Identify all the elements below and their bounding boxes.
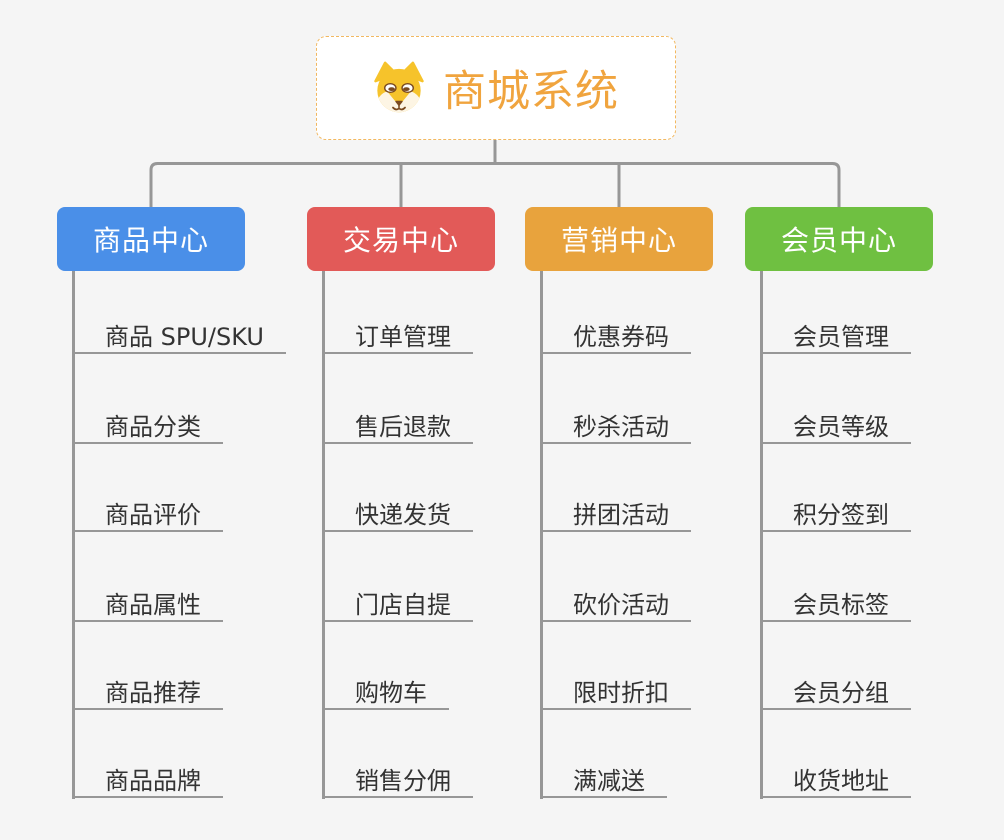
leaf-item[interactable]: 商品 SPU/SKU [72,322,286,354]
branch-spine-line [322,271,325,799]
branch-label: 会员中心 [780,224,897,257]
root-node[interactable]: 商城系统 [316,36,676,140]
leaf-label: 限时折扣 [573,679,669,707]
leaf-label: 售后退款 [355,413,451,441]
leaf-label: 收货地址 [793,767,889,795]
leaf-item[interactable]: 快递发货 [322,500,473,532]
branch-label: 营销中心 [560,224,677,257]
leaf-label: 商品推荐 [105,679,201,707]
leaf-item[interactable]: 销售分佣 [322,766,473,798]
leaf-item[interactable]: 商品推荐 [72,678,223,710]
branch-label: 商品中心 [92,224,209,257]
leaf-label: 销售分佣 [355,767,451,795]
leaf-item[interactable]: 售后退款 [322,412,473,444]
leaf-label: 会员标签 [793,591,889,619]
branch-spine-line [540,271,543,799]
leaf-label: 商品品牌 [105,767,201,795]
leaf-item[interactable]: 秒杀活动 [540,412,691,444]
root-title: 商城系统 [443,67,619,117]
leaf-item[interactable]: 会员等级 [760,412,911,444]
branch-column: 交易中心 订单管理 售后退款 快递发货 门店自提 购物车 销售分佣 [307,207,557,807]
leaf-label: 商品 SPU/SKU [105,323,264,351]
leaf-item[interactable]: 拼团活动 [540,500,691,532]
leaf-item[interactable]: 限时折扣 [540,678,691,710]
leaf-item[interactable]: 商品分类 [72,412,223,444]
leaf-label: 秒杀活动 [573,413,669,441]
branch-column: 营销中心 优惠券码 秒杀活动 拼团活动 砍价活动 限时折扣 满减送 [525,207,775,807]
leaf-item[interactable]: 商品品牌 [72,766,223,798]
dog-face-icon [374,61,424,113]
leaf-item[interactable]: 订单管理 [322,322,473,354]
branch-node[interactable]: 会员中心 [745,207,933,271]
branch-spine-line [760,271,763,799]
leaf-item[interactable]: 会员标签 [760,590,911,622]
leaf-item[interactable]: 门店自提 [322,590,473,622]
leaf-label: 商品分类 [105,413,201,441]
leaf-label: 会员等级 [793,413,889,441]
leaf-label: 订单管理 [355,323,451,351]
leaf-label: 拼团活动 [573,501,669,529]
leaf-item[interactable]: 积分签到 [760,500,911,532]
leaf-label: 满减送 [573,767,645,795]
leaf-item[interactable]: 优惠券码 [540,322,691,354]
leaf-item[interactable]: 砍价活动 [540,590,691,622]
leaf-label: 门店自提 [355,591,451,619]
leaf-item[interactable]: 购物车 [322,678,449,710]
leaf-label: 商品属性 [105,591,201,619]
leaf-label: 会员分组 [793,679,889,707]
branch-column: 会员中心 会员管理 会员等级 积分签到 会员标签 会员分组 收货地址 [745,207,995,807]
branch-node[interactable]: 交易中心 [307,207,495,271]
leaf-label: 积分签到 [793,501,889,529]
leaf-label: 会员管理 [793,323,889,351]
leaf-item[interactable]: 会员分组 [760,678,911,710]
branch-spine-line [72,271,75,799]
leaf-item[interactable]: 满减送 [540,766,667,798]
leaf-label: 快递发货 [355,501,451,529]
branch-node[interactable]: 营销中心 [525,207,713,271]
branch-node[interactable]: 商品中心 [57,207,245,271]
leaf-item[interactable]: 商品评价 [72,500,223,532]
leaf-item[interactable]: 会员管理 [760,322,911,354]
branch-label: 交易中心 [342,224,459,257]
leaf-label: 购物车 [355,679,427,707]
leaf-label: 优惠券码 [573,323,669,351]
branch-column: 商品中心 商品 SPU/SKU 商品分类 商品评价 商品属性 商品推荐 商品品牌 [57,207,307,807]
leaf-label: 砍价活动 [573,591,669,619]
leaf-item[interactable]: 收货地址 [760,766,911,798]
leaf-item[interactable]: 商品属性 [72,590,223,622]
leaf-label: 商品评价 [105,501,201,529]
